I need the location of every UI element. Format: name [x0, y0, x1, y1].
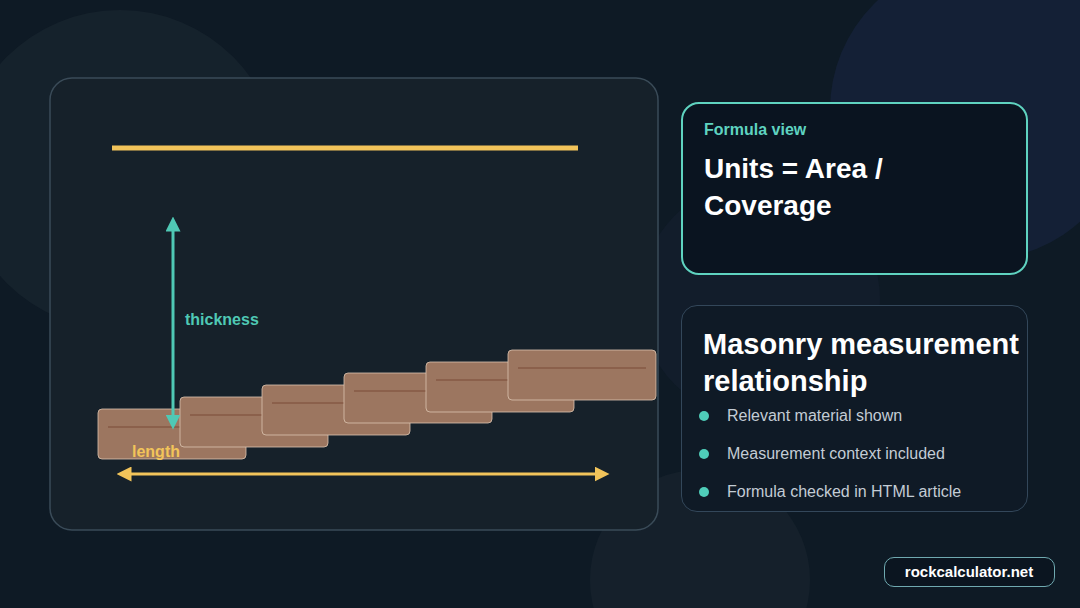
formula-card: Formula viewUnits = Area / Coverage [681, 102, 1028, 275]
dimension-label: thickness [185, 311, 259, 329]
thickness-arrow [172, 224, 175, 422]
site-badge: rockcalculator.net [884, 557, 1055, 587]
bullet-dot [699, 411, 709, 421]
bullet-text: Measurement context included [727, 444, 1017, 464]
bullet-dot [699, 449, 709, 459]
length-arrow [124, 473, 602, 476]
illustration-panel [50, 78, 658, 530]
top-line [112, 146, 578, 151]
card-heading: Masonry measurement relationship [703, 326, 1053, 400]
bullet-dot [699, 487, 709, 497]
card-kicker: Formula view [704, 120, 1004, 140]
formula-text: Units = Area / Coverage [704, 150, 1004, 224]
brick-stack [98, 350, 656, 459]
bullet-text: Relevant material shown [727, 406, 1017, 426]
bullet-text: Formula checked in HTML article [727, 482, 1017, 502]
brick-line [518, 367, 646, 368]
site-name: rockcalculator.net [885, 558, 1053, 585]
dimension-label: length [132, 443, 180, 461]
info-card: Masonry measurement relationshipRelevant… [681, 305, 1028, 512]
brick [508, 350, 656, 400]
